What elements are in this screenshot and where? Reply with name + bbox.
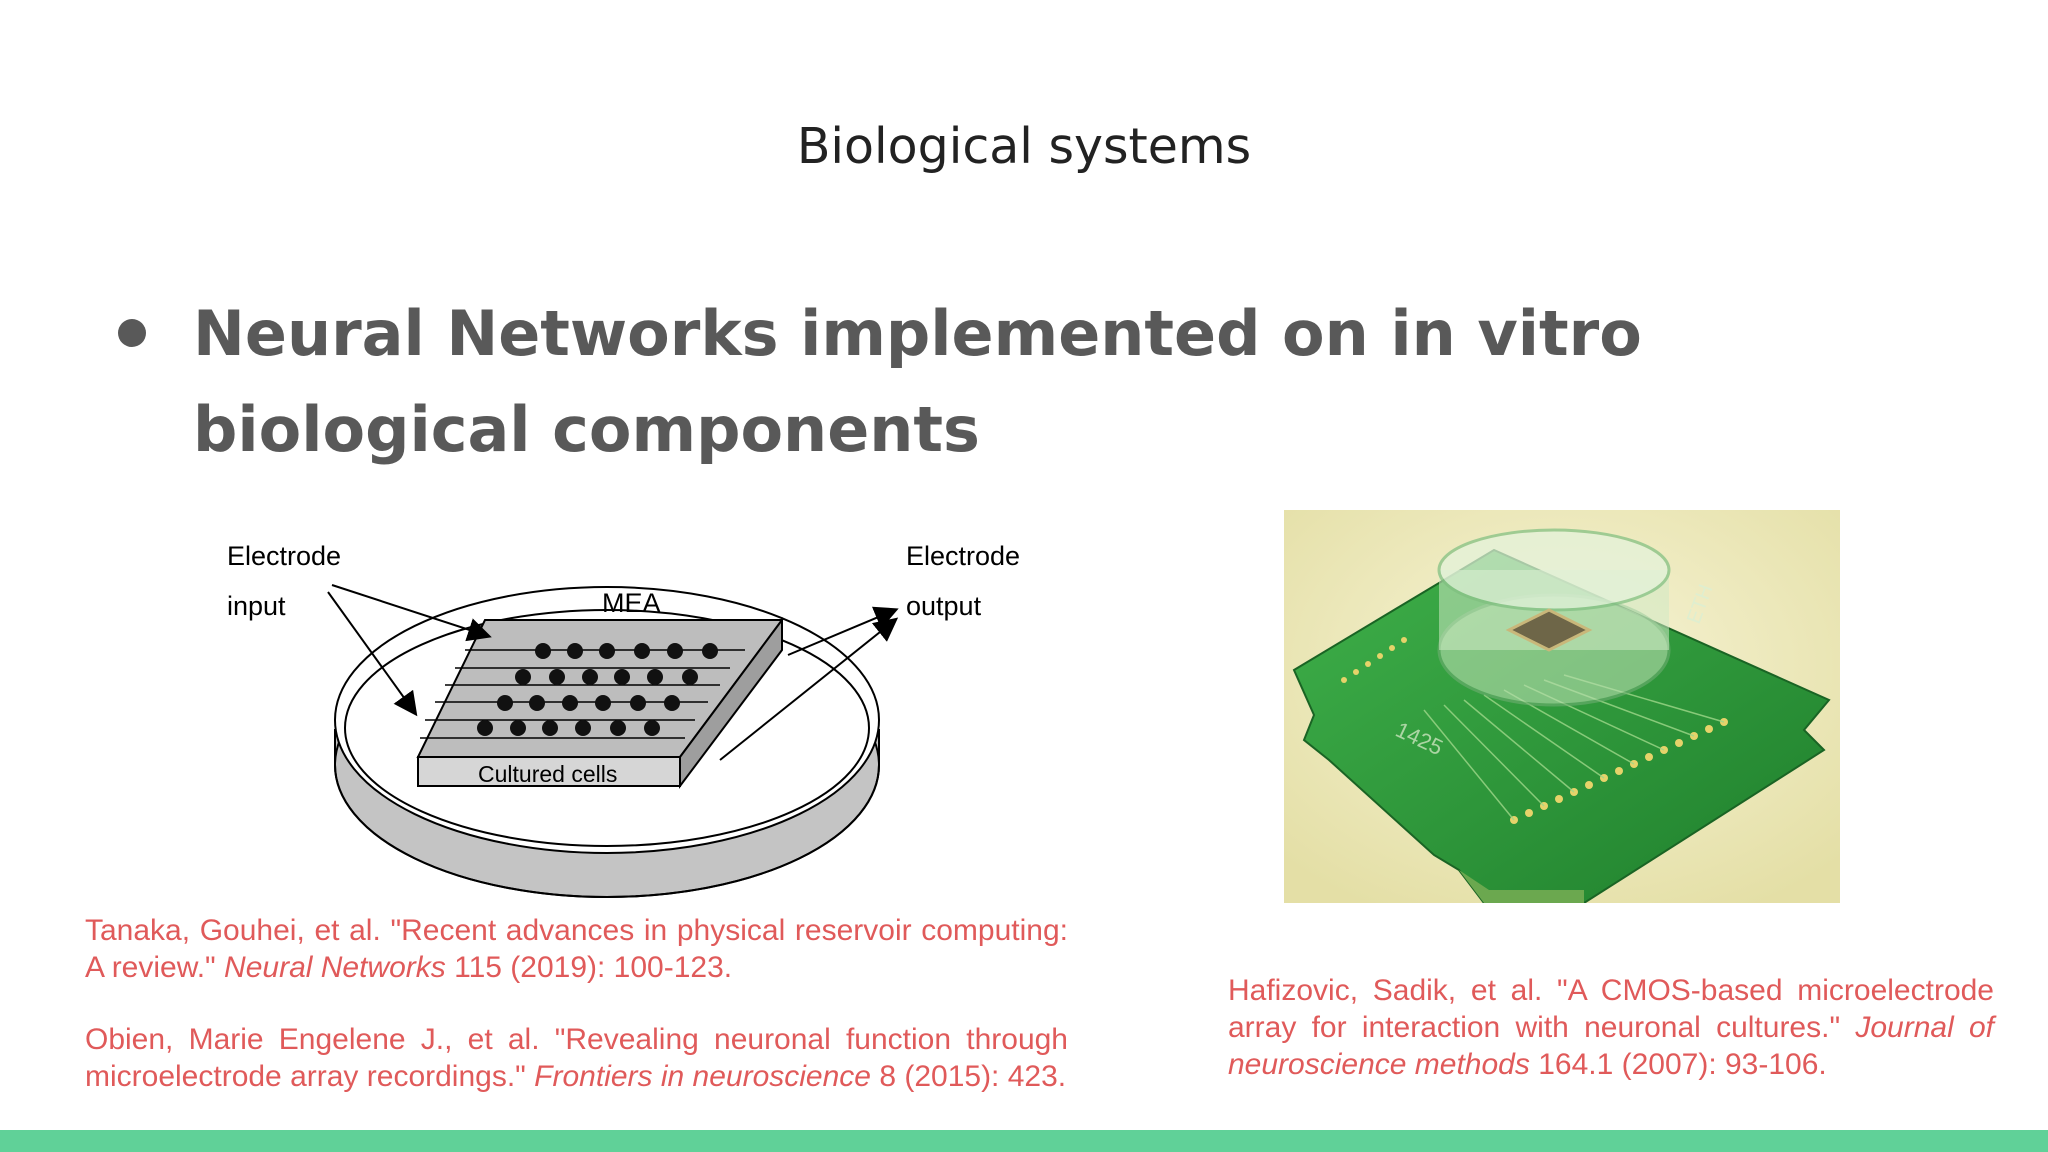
reference-tanaka: Tanaka, Gouhei, et al. "Recent advances … <box>85 912 1068 986</box>
reference-tanaka-tail: 115 (2019): 100-123. <box>445 951 733 984</box>
cmos-chip <box>1505 608 1593 652</box>
reference-tanaka-main: Tanaka, Gouhei, et al. "Recent advances … <box>85 914 1068 984</box>
reference-hafizovic-tail: 164.1 (2007): 93-106. <box>1529 1048 1827 1081</box>
mea-traces <box>420 649 745 739</box>
slide-title: Biological systems <box>796 118 1252 175</box>
reference-tanaka-journal: Neural Networks <box>224 951 446 984</box>
mea-front <box>417 756 681 787</box>
reference-obien-tail: 8 (2015): 423. <box>870 1060 1067 1093</box>
reference-hafizovic-main: Hafizovic, Sadik, et al. "A CMOS-based m… <box>1228 974 1994 1044</box>
cultured-cells-label: Cultured cells <box>478 761 617 787</box>
bottom-accent-bar <box>0 1130 2048 1152</box>
dish-inner-rim <box>344 609 870 847</box>
electrode-input-label-2: input <box>227 591 286 621</box>
electrode-output-label-2: output <box>906 591 982 621</box>
output-arrow-1 <box>787 606 899 656</box>
mea-chip-photo: ETH 1425 <box>1284 510 1840 903</box>
reference-obien-journal: Frontiers in neuroscience <box>534 1060 871 1093</box>
bullet-text: Neural Networks implemented on in vitro … <box>193 297 1642 466</box>
input-arrow-1 <box>331 584 492 642</box>
input-arrow-2 <box>327 591 418 717</box>
reference-hafizovic: Hafizovic, Sadik, et al. "A CMOS-based m… <box>1228 972 1994 1083</box>
bullet-icon <box>118 319 146 347</box>
reference-obien: Obien, Marie Engelene J., et al. "Reveal… <box>85 1021 1068 1095</box>
pcb-board-edge <box>1459 870 1584 903</box>
glass-ring-top <box>1437 528 1671 612</box>
mea-label: MEA <box>602 588 661 618</box>
cultured-cells <box>477 643 718 736</box>
mea-diagram: Electrode input MEA Electrode output Cul… <box>227 541 1020 898</box>
pcb-board <box>1292 548 1831 903</box>
output-arrow-2 <box>719 617 899 761</box>
reference-obien-main: Obien, Marie Engelene J., et al. "Reveal… <box>85 1023 1068 1093</box>
reference-hafizovic-journal: Journal of neuroscience methods <box>1228 1011 1994 1081</box>
electrode-output-label-1: Electrode <box>906 541 1020 571</box>
electrode-input-label-1: Electrode <box>227 541 341 571</box>
